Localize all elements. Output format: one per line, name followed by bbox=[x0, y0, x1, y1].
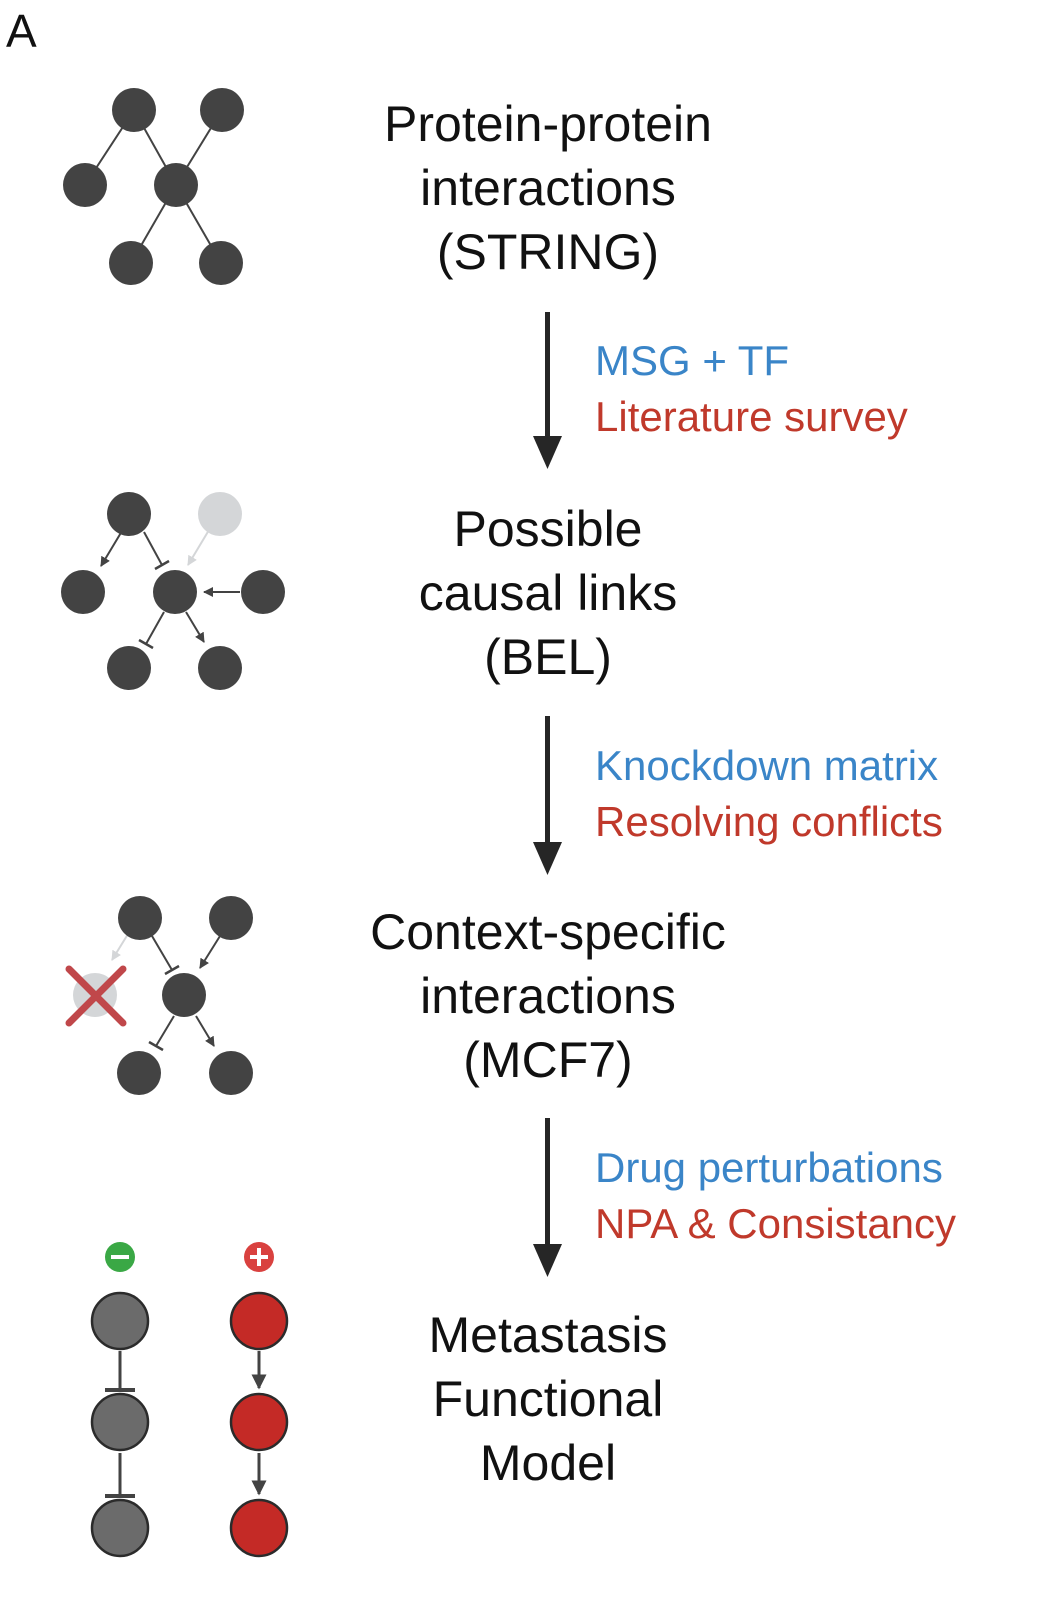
inhibition-chain-icon bbox=[90, 1242, 150, 1558]
transition-2-curation: Resolving conflicts bbox=[595, 798, 943, 845]
stage-causal-title: Possible causal links (BEL) bbox=[418, 501, 678, 685]
stage-model-title: Metastasis Functional Model bbox=[428, 1307, 668, 1491]
transition-3-method: Drug perturbations bbox=[595, 1144, 943, 1191]
transition-2-method: Knockdown matrix bbox=[595, 742, 939, 789]
context-network-icon bbox=[65, 896, 253, 1095]
transition-1-method: MSG + TF bbox=[595, 337, 790, 384]
transition-1-curation: Literature survey bbox=[595, 393, 908, 440]
panel-label: A bbox=[6, 5, 37, 57]
flow-arrow-3 bbox=[533, 1118, 562, 1277]
x-mark-icon bbox=[65, 965, 127, 1027]
ppi-network-icon bbox=[63, 88, 244, 285]
activation-chain-icon bbox=[229, 1242, 289, 1558]
minus-circle-icon bbox=[105, 1242, 135, 1272]
plus-circle-icon bbox=[244, 1242, 274, 1272]
stage-context-title: Context-specific interactions (MCF7) bbox=[370, 904, 726, 1088]
transition-3-curation: NPA & Consistancy bbox=[595, 1200, 957, 1247]
flow-arrow-2 bbox=[533, 716, 562, 875]
flow-arrow-1 bbox=[533, 312, 562, 469]
stage-ppi-title: Protein-protein interactions (STRING) bbox=[384, 96, 712, 280]
causal-network-icon bbox=[61, 492, 285, 690]
